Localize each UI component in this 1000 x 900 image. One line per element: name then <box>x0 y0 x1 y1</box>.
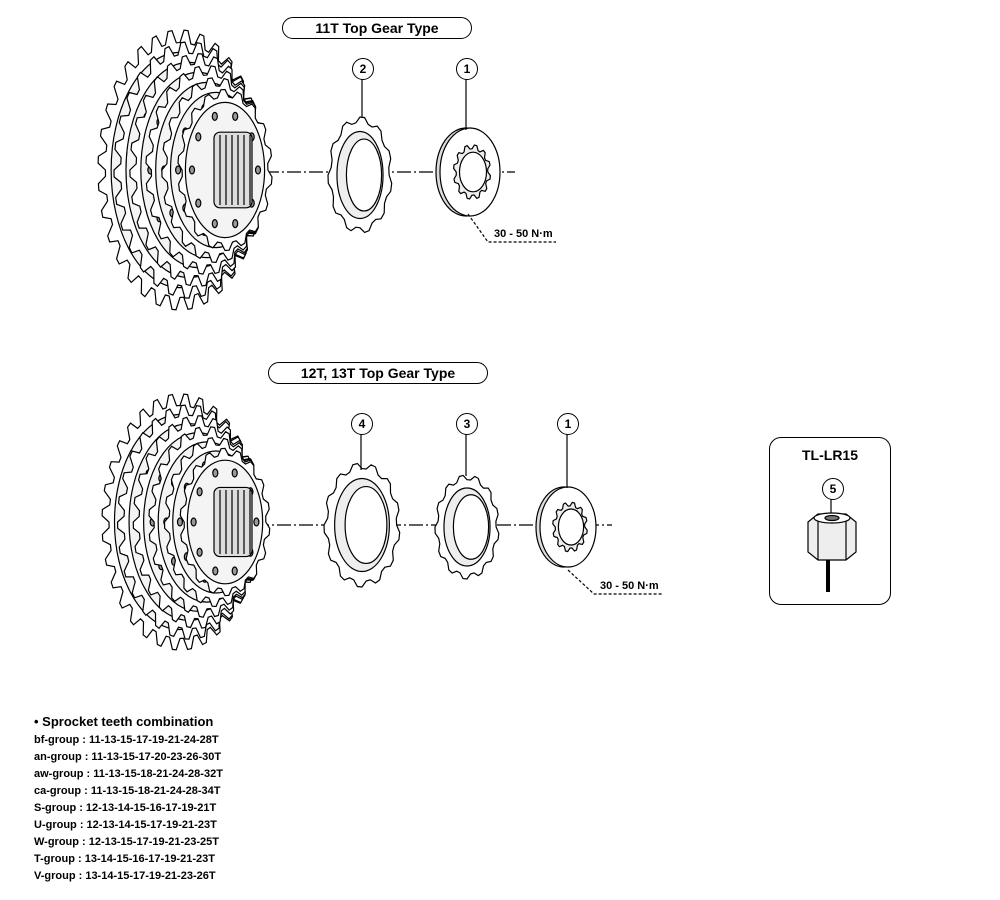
sprocket-hole <box>212 566 219 576</box>
section-title-11t: 11T Top Gear Type <box>282 17 472 39</box>
torque-leader <box>467 213 556 243</box>
torque-spec: 30 - 50 N·m <box>494 228 553 240</box>
combination-row: bf-group : 11-13-15-17-19-21-24-28T <box>34 734 219 746</box>
tool-top-hole <box>824 514 840 522</box>
sprocket-hole <box>176 517 184 527</box>
lockring-bore <box>458 151 488 193</box>
combination-row: an-group : 11-13-15-17-20-23-26-30T <box>34 751 222 763</box>
sprocket-hole <box>195 132 202 142</box>
sprocket-hole <box>195 198 202 208</box>
combination-row: aw-group : 11-13-15-18-21-24-28-32T <box>34 768 223 780</box>
combination-row: W-group : 12-13-15-17-19-21-23-25T <box>34 836 220 848</box>
sprocket-hole <box>253 517 260 527</box>
combination-row: ca-group : 11-13-15-18-21-24-28-34T <box>34 785 221 797</box>
sprocket-hole <box>175 165 182 175</box>
sprocket-hole <box>190 517 197 527</box>
combination-row: V-group : 13-14-15-17-19-21-23-26T <box>34 870 216 882</box>
combination-row: T-group : 13-14-15-16-17-19-21-23T <box>34 853 215 865</box>
callout-part-1: 1 <box>557 413 579 435</box>
torque-spec: 30 - 50 N·m <box>600 580 659 592</box>
combination-row: U-group : 12-13-14-15-17-19-21-23T <box>34 819 217 831</box>
sprocket-hole <box>231 468 238 478</box>
torque-leader <box>567 569 662 595</box>
lockring-bore <box>557 508 585 546</box>
sprocket-hole <box>231 566 238 576</box>
callout-part-4: 4 <box>351 413 373 435</box>
section-title-12t-13t: 12T, 13T Top Gear Type <box>268 362 488 384</box>
sprocket-hole <box>196 487 203 497</box>
sprocket-hole <box>232 218 239 229</box>
sprocket-hole <box>211 218 218 229</box>
callout-part-1: 1 <box>456 58 478 80</box>
sprocket-hole <box>188 165 196 175</box>
sprocket-hole <box>212 468 219 478</box>
combination-title: • Sprocket teeth combination <box>34 714 214 729</box>
freehub-body <box>213 131 253 209</box>
combination-row: S-group : 12-13-14-15-16-17-19-21T <box>34 802 217 814</box>
callout-part-5: 5 <box>822 478 844 500</box>
sprocket-hole <box>196 547 203 557</box>
tool-box: TL-LR15 5 <box>769 437 891 605</box>
spacer-gear-part-2-bore <box>345 138 383 212</box>
sprocket-hole <box>254 165 262 175</box>
sprocket-combination-list: • Sprocket teeth combination bf-group : … <box>34 714 223 885</box>
sprocket-hole <box>211 111 218 122</box>
tool-name: TL-LR15 <box>802 447 858 463</box>
sprocket-hole <box>232 111 239 122</box>
spacer-part-3-bore <box>452 494 490 560</box>
callout-part-2: 2 <box>352 58 374 80</box>
sprocket-part-4-bore <box>344 485 388 565</box>
callout-part-3: 3 <box>456 413 478 435</box>
freehub-body <box>213 486 253 558</box>
